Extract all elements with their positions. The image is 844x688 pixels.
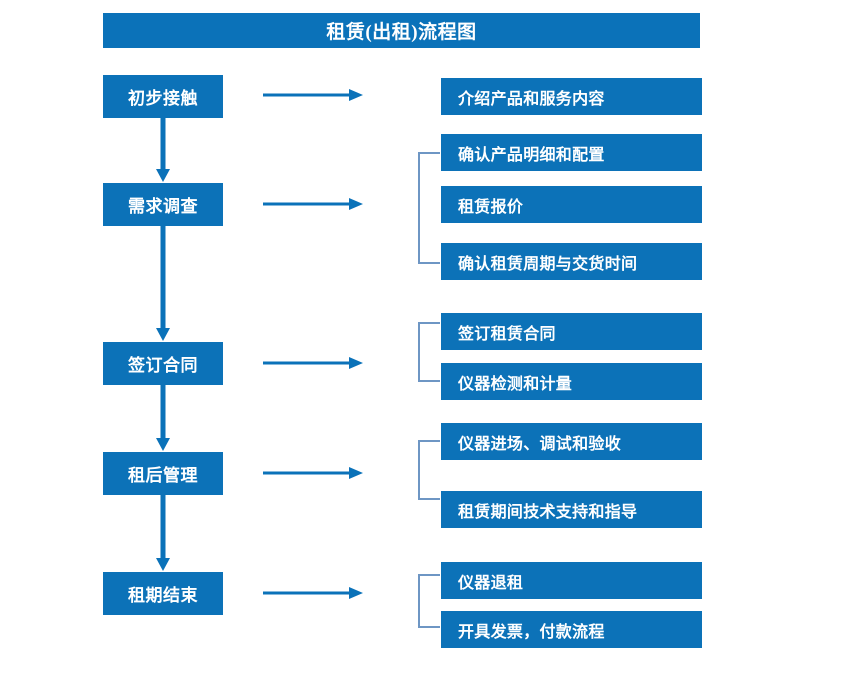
detail-box-instrument-inspection-metering[interactable]: 仪器检测和计量: [441, 363, 702, 400]
detail-box-invoice-payment-process[interactable]: 开具发票，付款流程: [441, 611, 702, 648]
arrow-stage-4-to-details: [263, 467, 363, 479]
detail-box-instrument-return[interactable]: 仪器退租: [441, 562, 702, 599]
stage-box-initial-contact[interactable]: 初步接触: [103, 75, 223, 118]
detail-box-rental-quotation[interactable]: 租赁报价: [441, 186, 702, 223]
arrow-stage-2-to-stage-3: [156, 226, 170, 341]
arrow-stage-5-to-details: [263, 587, 363, 599]
stage-box-post-rental-management[interactable]: 租后管理: [103, 452, 223, 495]
detail-box-confirm-rental-period-delivery[interactable]: 确认租赁周期与交货时间: [441, 243, 702, 280]
bracket-group-4: [418, 440, 440, 500]
detail-box-technical-support-guidance[interactable]: 租赁期间技术支持和指导: [441, 491, 702, 528]
arrow-stage-1-to-details: [263, 89, 363, 101]
arrow-stage-4-to-stage-5: [156, 495, 170, 571]
bracket-group-5: [418, 574, 440, 628]
detail-box-sign-rental-contract[interactable]: 签订租赁合同: [441, 313, 702, 350]
flowchart-title: 租赁(出租)流程图: [103, 13, 700, 48]
detail-box-introduce-products-services[interactable]: 介绍产品和服务内容: [441, 78, 702, 115]
detail-box-confirm-product-details-config[interactable]: 确认产品明细和配置: [441, 134, 702, 171]
arrow-stage-3-to-stage-4: [156, 385, 170, 451]
arrow-stage-2-to-details: [263, 198, 363, 210]
arrow-stage-3-to-details: [263, 357, 363, 369]
stage-box-needs-survey[interactable]: 需求调查: [103, 183, 223, 226]
stage-box-lease-end[interactable]: 租期结束: [103, 572, 223, 615]
bracket-group-2: [418, 152, 440, 264]
bracket-group-3: [418, 322, 440, 382]
arrow-stage-1-to-stage-2: [156, 118, 170, 182]
stage-box-sign-contract[interactable]: 签订合同: [103, 342, 223, 385]
detail-box-instrument-entry-commissioning-acceptance[interactable]: 仪器进场、调试和验收: [441, 423, 702, 460]
